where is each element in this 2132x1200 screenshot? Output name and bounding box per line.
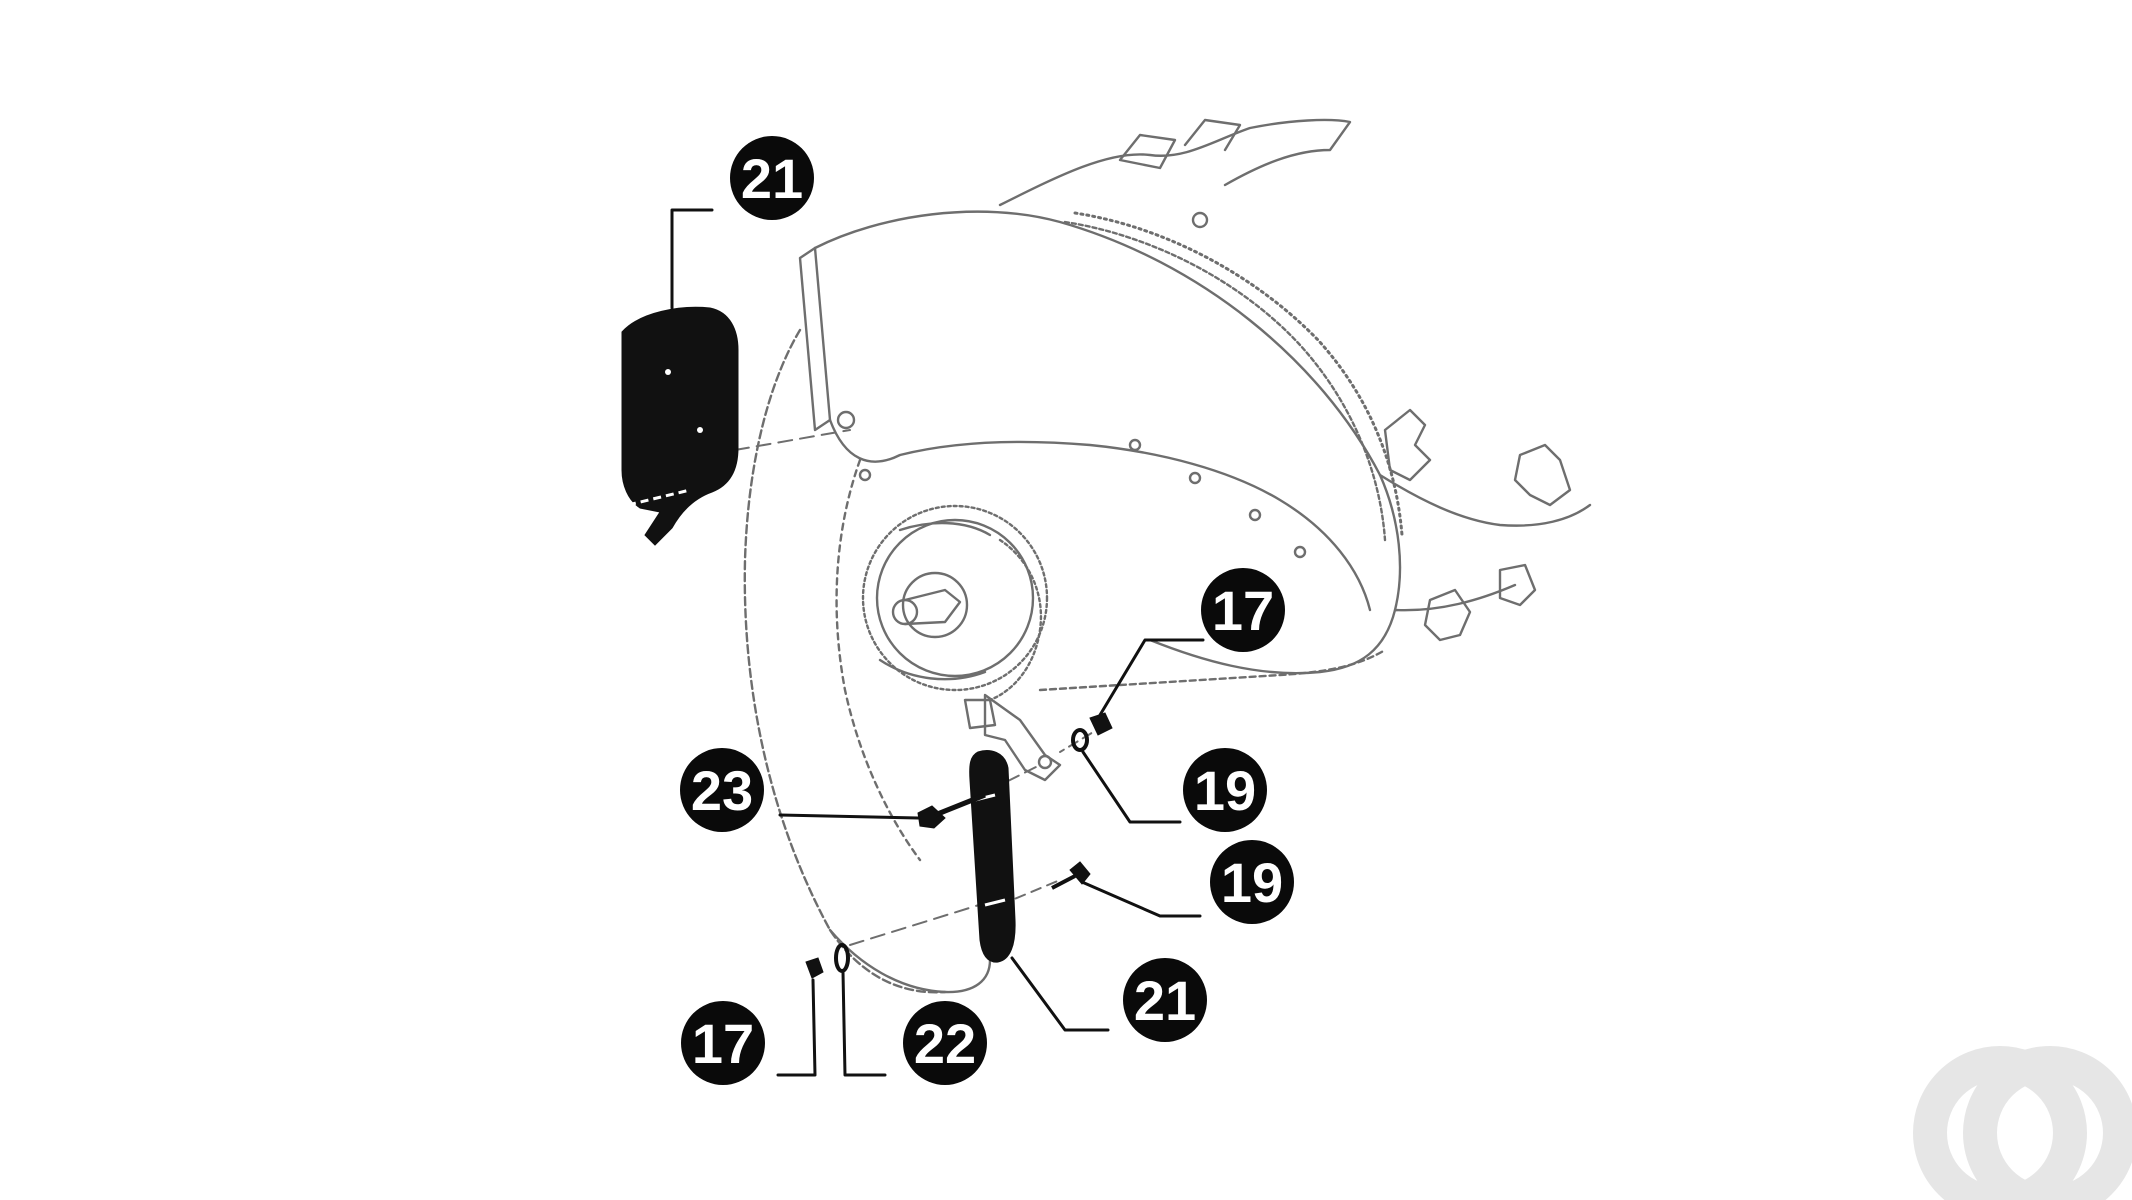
solid-parts bbox=[621, 306, 1113, 979]
cowl-inner-edge bbox=[1063, 220, 1387, 542]
callout-21-top: 21 bbox=[730, 136, 814, 220]
chute-handle bbox=[1118, 118, 1242, 170]
cowl-bolt-5 bbox=[1293, 545, 1307, 559]
callout-label: 17 bbox=[1212, 579, 1274, 642]
chute-back-outline bbox=[998, 118, 1352, 207]
callout-label: 23 bbox=[691, 759, 753, 822]
impeller-blade-lower bbox=[878, 658, 987, 681]
housing-bottom-lip bbox=[828, 928, 992, 994]
callout-17-bottom: 17 bbox=[681, 1001, 765, 1085]
bolt-19-lower-shank bbox=[1051, 874, 1076, 890]
housing-line-art bbox=[734, 118, 1592, 994]
cowl-bolt-4 bbox=[1248, 508, 1262, 522]
bottom-washer bbox=[834, 943, 850, 973]
bolt-23-head bbox=[917, 805, 946, 829]
callout-label: 22 bbox=[914, 1012, 976, 1075]
callouts: 21 17 19 19 23 21 17 22 bbox=[680, 136, 1294, 1085]
callout-17-right: 17 bbox=[1201, 568, 1285, 652]
leader-17-right bbox=[1098, 638, 1205, 717]
callout-19-upper: 19 bbox=[1183, 748, 1267, 832]
bolt-23-shank bbox=[934, 792, 986, 818]
callout-label: 19 bbox=[1194, 759, 1256, 822]
right-mount-c bbox=[1423, 588, 1472, 642]
chute-mount-hole bbox=[836, 410, 856, 430]
callout-22: 22 bbox=[903, 1001, 987, 1085]
impeller-shaft-body bbox=[903, 588, 962, 626]
lower-bracket bbox=[983, 693, 1062, 782]
guide-line-lower bbox=[849, 899, 996, 946]
chute-front-face bbox=[813, 246, 1372, 612]
impeller-hub bbox=[901, 571, 969, 639]
right-lower-outline bbox=[1393, 583, 1517, 612]
callout-23: 23 bbox=[680, 748, 764, 832]
cowl-bolt-2 bbox=[1128, 438, 1142, 452]
leader-21-top bbox=[670, 208, 714, 310]
leader-lines bbox=[670, 208, 1205, 1077]
callout-label: 19 bbox=[1221, 851, 1283, 914]
lower-side-plate bbox=[969, 750, 1016, 963]
drive-housing bbox=[988, 538, 1043, 702]
cowl-bolt-3 bbox=[1188, 471, 1202, 485]
cowl-dotted-band bbox=[1073, 211, 1404, 537]
leader-19-lower bbox=[1080, 880, 1202, 918]
leader-17-bottom bbox=[776, 978, 817, 1077]
right-mount-b bbox=[1513, 443, 1572, 507]
impeller-blade-upper bbox=[898, 521, 992, 537]
right-washer bbox=[1071, 728, 1089, 752]
bolt-19-lower-head bbox=[1069, 861, 1091, 885]
upper-plate-hole-1 bbox=[665, 369, 671, 375]
ao-logo-icon bbox=[1913, 1046, 2132, 1200]
lower-bracket-hole bbox=[1037, 754, 1053, 770]
housing-lower-sweep bbox=[1038, 648, 1387, 692]
leader-23 bbox=[778, 813, 920, 820]
right-edge-outline bbox=[1378, 473, 1592, 527]
upper-plate-guide-line bbox=[627, 488, 691, 507]
leader-22 bbox=[841, 970, 887, 1077]
callout-21-bottom: 21 bbox=[1123, 958, 1207, 1042]
callout-label: 21 bbox=[741, 147, 803, 210]
impeller-outer-ring bbox=[861, 504, 1049, 692]
right-mount-a bbox=[1383, 408, 1432, 482]
upper-plate-hole-2 bbox=[697, 427, 703, 433]
leader-19-upper bbox=[1081, 750, 1182, 824]
housing-front-curve bbox=[743, 328, 947, 994]
housing-inner-curve bbox=[835, 458, 922, 862]
impeller-ring bbox=[875, 518, 1035, 678]
right-nut bbox=[1089, 712, 1113, 736]
cowl-bolt-6 bbox=[858, 468, 872, 482]
bottom-nut bbox=[805, 957, 824, 979]
lower-bracket-tab bbox=[963, 698, 997, 730]
upper-side-plate bbox=[621, 306, 739, 546]
chute-front-lip bbox=[798, 246, 832, 432]
guide-line-upper-plate bbox=[734, 429, 851, 451]
callout-label: 17 bbox=[692, 1012, 754, 1075]
right-mount-d bbox=[1498, 563, 1537, 607]
cowl-bolt-1 bbox=[1191, 211, 1209, 229]
callout-19-lower: 19 bbox=[1210, 840, 1294, 924]
callout-label: 21 bbox=[1134, 969, 1196, 1032]
leader-21-bottom bbox=[1010, 956, 1110, 1032]
